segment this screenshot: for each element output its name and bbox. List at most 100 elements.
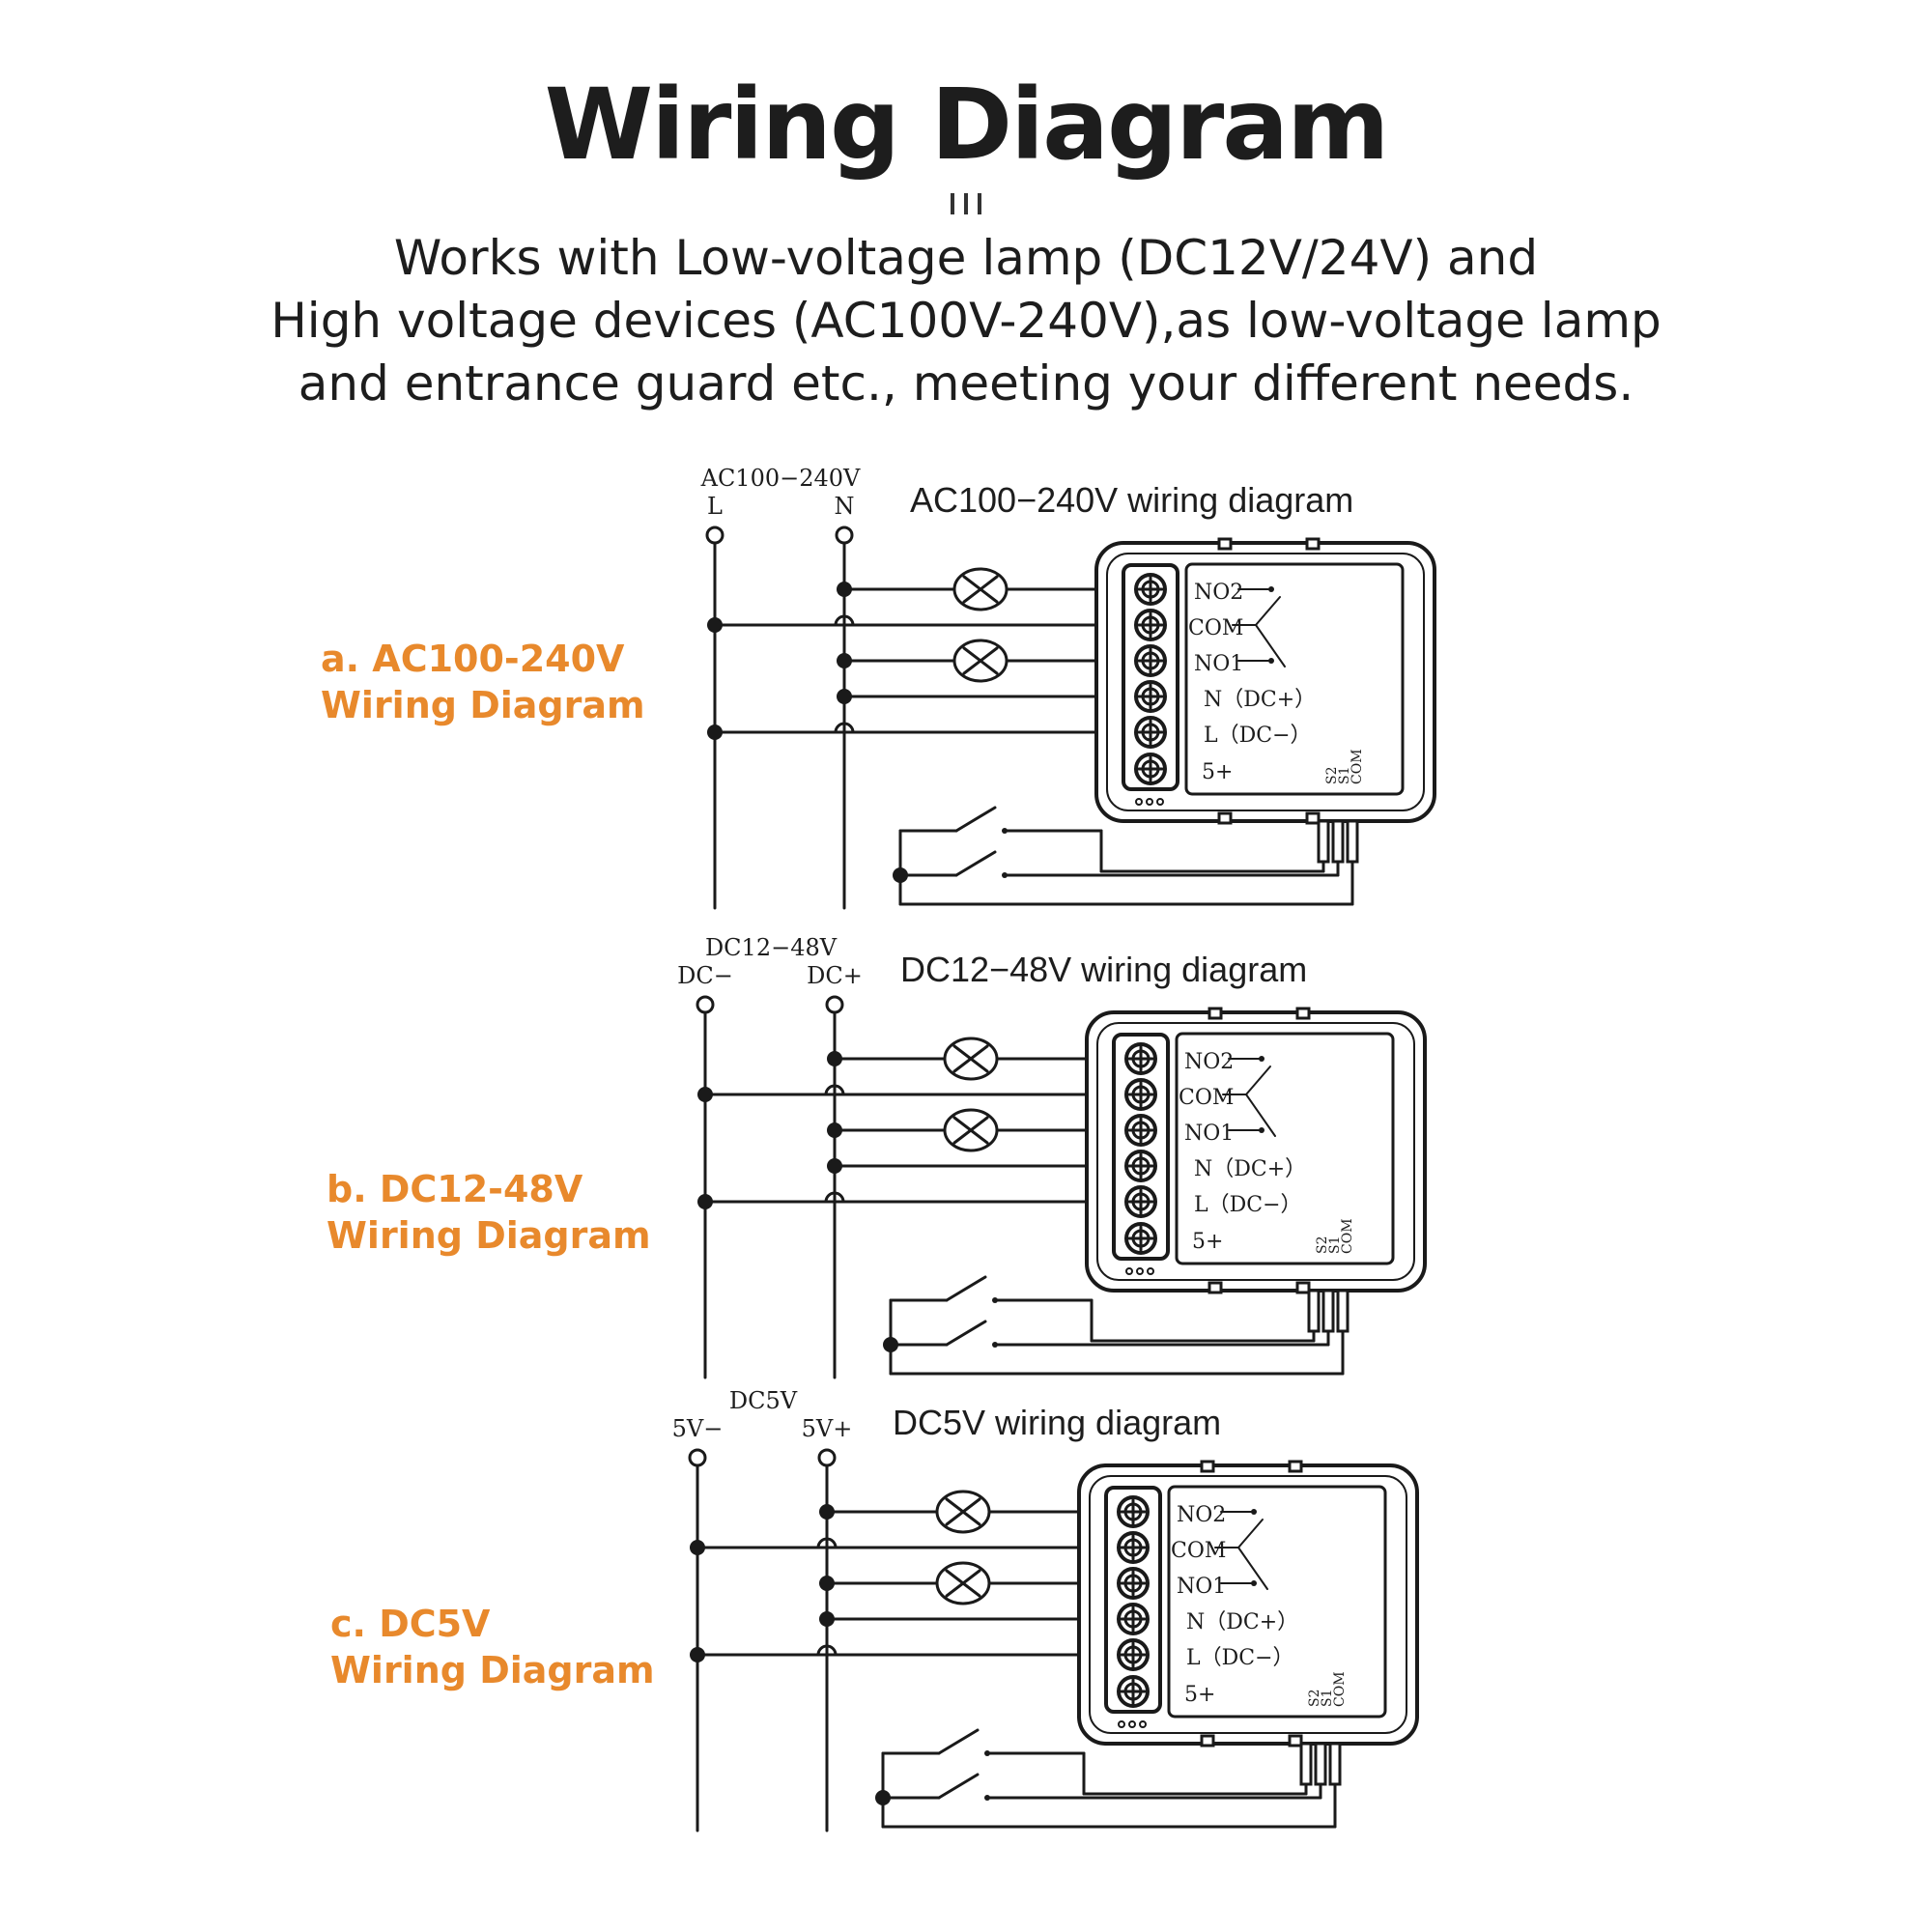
- wire: [1255, 624, 1286, 668]
- indicator-dot: [1125, 1267, 1133, 1275]
- switch-port-label: COM: [1332, 1671, 1348, 1707]
- right-rail-label: DC+: [807, 962, 863, 989]
- mounting-tab: [1305, 537, 1321, 551]
- wire-crossing: [824, 1084, 845, 1095]
- terminal-label-n: N（DC+）: [1186, 1610, 1298, 1634]
- mounting-tab: [1208, 1281, 1223, 1294]
- terminal-label-no1: NO1: [1184, 1122, 1234, 1146]
- junction-dot: [690, 1540, 705, 1555]
- terminal-label-com: COM: [1179, 1086, 1234, 1110]
- switch-pin: [1299, 1742, 1313, 1786]
- switch-blade: [937, 1728, 980, 1755]
- switch-blade: [945, 1275, 987, 1302]
- left-rail-label: DC−: [677, 962, 733, 989]
- side-label-dc12-48: b. DC12-48V Wiring Diagram: [327, 1168, 651, 1257]
- side-label-ac: a. AC100-240V Wiring Diagram: [321, 638, 645, 726]
- terminal-screw-icon: [1117, 1638, 1150, 1671]
- left-rail-label: 5V−: [672, 1415, 724, 1442]
- switch-pin: [1346, 819, 1359, 864]
- junction-dot: [837, 653, 852, 668]
- junction-dot: [819, 1611, 835, 1627]
- left-rail-label: L: [707, 493, 723, 520]
- terminal-label-no1: NO1: [1194, 652, 1243, 676]
- indicator-dot: [1147, 1267, 1154, 1275]
- switch-blade: [954, 806, 997, 833]
- terminal-screw-icon: [1134, 644, 1167, 677]
- wire: [952, 1044, 989, 1073]
- switch-port-label: S2: [1315, 1236, 1330, 1255]
- rail-terminal: [825, 995, 844, 1014]
- switch-port-label: COM: [1340, 1218, 1355, 1254]
- terminal-screw-icon: [1124, 1185, 1157, 1218]
- mounting-tab: [1305, 811, 1321, 825]
- junction-dot: [837, 689, 852, 704]
- terminal-label-com: COM: [1188, 616, 1243, 640]
- wire-crossing: [824, 1191, 845, 1203]
- mounting-tab: [1288, 1734, 1303, 1747]
- rail-terminal: [835, 526, 854, 545]
- terminal-label-com: COM: [1171, 1539, 1226, 1563]
- mounting-tab: [1295, 1281, 1311, 1294]
- junction-dot: [827, 1051, 842, 1066]
- wire: [1245, 1065, 1271, 1095]
- switch-port-label: S1: [1320, 1690, 1335, 1708]
- label-panel: [1175, 1032, 1395, 1265]
- terminal-label-no2: NO2: [1177, 1503, 1226, 1527]
- junction-dot: [707, 617, 723, 633]
- switch-pin: [1314, 1742, 1327, 1786]
- junction-dot: [837, 582, 852, 597]
- subtitle-line-1: Works with Low-voltage lamp (DC12V/24V) …: [393, 230, 1539, 286]
- terminal-label-5plus: 5+: [1202, 760, 1233, 784]
- wire-crossing: [816, 1644, 838, 1656]
- mounting-tab: [1295, 1007, 1311, 1020]
- terminal-label-no1: NO1: [1177, 1575, 1226, 1599]
- page-title: Wiring Diagram: [544, 68, 1390, 183]
- terminal-screw-icon: [1117, 1603, 1150, 1635]
- terminal-screw-icon: [1134, 753, 1167, 785]
- switch-port-label: S2: [1324, 767, 1340, 785]
- relay-module-inner: [1106, 553, 1425, 811]
- mounting-tab: [1200, 1460, 1215, 1473]
- terminal-label-n: N（DC+）: [1204, 688, 1316, 712]
- switch-pin: [1307, 1289, 1321, 1333]
- lamp-icon: [935, 1561, 991, 1605]
- mounting-tab: [1288, 1460, 1303, 1473]
- terminal-screw-icon: [1117, 1531, 1150, 1564]
- indicator-dot: [1135, 798, 1143, 806]
- supply-label: AC100−240V: [700, 465, 861, 492]
- contact-point: [1268, 586, 1274, 592]
- terminal-screw-icon: [1117, 1495, 1150, 1528]
- switch-blade: [954, 850, 997, 877]
- wire-crossing: [834, 614, 855, 626]
- switch-port-label: S2: [1307, 1690, 1322, 1708]
- terminal-screw-icon: [1124, 1150, 1157, 1182]
- rail-terminal: [817, 1448, 837, 1467]
- indicator-dot: [1128, 1720, 1136, 1728]
- switch-blade: [945, 1320, 987, 1347]
- contact-point: [1268, 658, 1274, 664]
- label-panel: [1184, 562, 1405, 796]
- junction-dot: [819, 1576, 835, 1591]
- junction-dot: [819, 1504, 835, 1520]
- wire: [945, 1569, 981, 1598]
- side-label-dc5: c. DC5V Wiring Diagram: [330, 1603, 655, 1691]
- supply-label: DC5V: [729, 1387, 798, 1414]
- switch-pin: [1336, 1289, 1350, 1333]
- switch-pin: [1321, 1289, 1335, 1333]
- lamp-icon: [935, 1490, 991, 1534]
- lamp-icon: [952, 639, 1009, 683]
- switch-pin: [1331, 819, 1345, 864]
- switch-pin: [1317, 819, 1330, 864]
- switch-pin: [1328, 1742, 1342, 1786]
- wire: [952, 1116, 989, 1145]
- junction-dot: [827, 1122, 842, 1138]
- terminal-screw-icon: [1134, 573, 1167, 606]
- rail-terminal: [688, 1448, 707, 1467]
- right-rail-label: 5V+: [802, 1415, 853, 1442]
- wire: [1245, 1094, 1276, 1137]
- label-panel: [1167, 1485, 1387, 1719]
- indicator-dot: [1118, 1720, 1125, 1728]
